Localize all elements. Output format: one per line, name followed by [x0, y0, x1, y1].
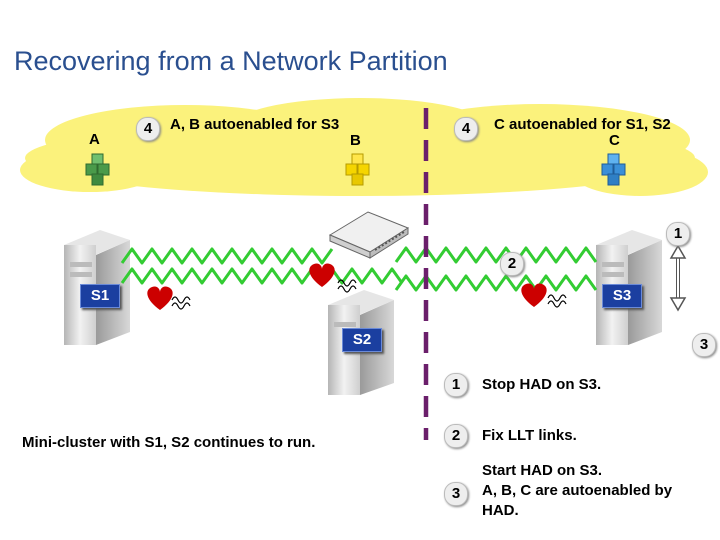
autoenable-left-text: A, B autoenabled for S3: [170, 116, 340, 133]
group-c-cubes-icon: [601, 153, 626, 186]
llt-links: [120, 246, 598, 292]
step-2-text: Fix LLT links.: [482, 427, 577, 444]
group-c-label: C: [609, 132, 620, 149]
restart-arrow-icon: [669, 244, 687, 312]
step-3-line-2: A, B, C are autoenabled by: [482, 482, 673, 499]
server-s2-label: S2: [342, 328, 382, 352]
autoenable-left-number-badge: 4: [136, 117, 160, 141]
step-1-text: Stop HAD on S3.: [482, 376, 602, 393]
heartbeat-signal-icon: [171, 296, 191, 310]
heartbeat-heart-icon: [521, 283, 547, 307]
step-3-text: Start HAD on S3. A, B, C are autoenabled…: [482, 461, 672, 521]
group-b-cubes-icon: [345, 153, 370, 186]
server-s3-label: S3: [602, 284, 642, 308]
group-a-label: A: [89, 131, 100, 148]
autoenable-right-number-badge: 4: [454, 117, 478, 141]
heartbeat-signal-icon: [337, 279, 357, 293]
heartbeat-signal-icon: [547, 294, 567, 308]
step-2-number-badge: 2: [444, 424, 468, 448]
step-1-number-badge: 1: [444, 373, 468, 397]
marker-3-badge: 3: [692, 333, 716, 357]
mini-cluster-note: Mini-cluster with S1, S2 continues to ru…: [22, 434, 316, 451]
page-title: Recovering from a Network Partition: [14, 46, 448, 76]
step-3-line-1: Start HAD on S3.: [482, 462, 603, 479]
step-3-line-3: HAD.: [482, 502, 519, 519]
heartbeat-heart-icon: [309, 263, 335, 287]
heartbeat-heart-icon: [147, 286, 173, 310]
network-switch-icon: [328, 211, 410, 259]
group-b-label: B: [350, 132, 361, 149]
server-s1-label: S1: [80, 284, 120, 308]
group-a-cubes-icon: [85, 153, 110, 186]
marker-2-badge: 2: [500, 252, 524, 276]
network-cloud: [20, 98, 708, 196]
autoenable-right-text: C autoenabled for S1, S2: [494, 116, 671, 133]
step-3-number-badge: 3: [444, 482, 468, 506]
marker-1-badge: 1: [666, 222, 690, 246]
